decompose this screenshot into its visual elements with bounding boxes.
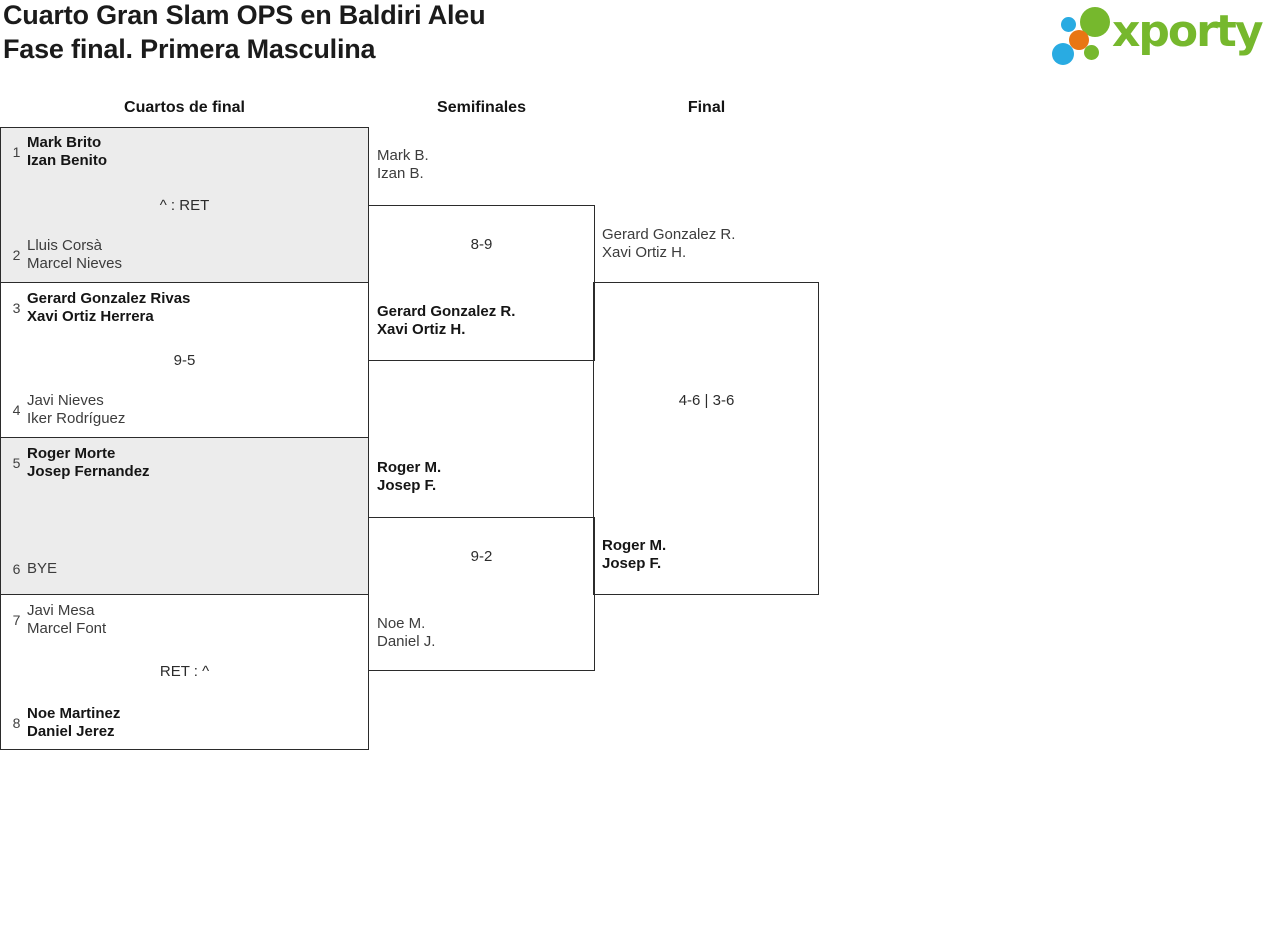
- team-entry-sf2-top: Roger M. Josep F.: [377, 459, 442, 494]
- team-names: Lluis Corsà Marcel Nieves: [27, 237, 123, 272]
- logo-dot-orange: [1069, 30, 1089, 50]
- seed-number: 3: [12, 300, 21, 316]
- team-entry-final-bottom: Roger M. Josep F.: [602, 537, 667, 572]
- match-box-qf1[interactable]: [0, 127, 369, 283]
- score-qf2: 9-5: [173, 352, 196, 369]
- team-entry-qf4-bottom: 8 Noe Martinez Daniel Jerez: [6, 705, 356, 741]
- score-final: 4-6 | 3-6: [678, 392, 735, 409]
- seed-number: 2: [12, 247, 21, 263]
- logo-dot-green-small: [1084, 45, 1099, 60]
- page-title-line1: Cuarto Gran Slam OPS en Baldiri Aleu: [3, 0, 486, 30]
- page-title: Cuarto Gran Slam OPS en Baldiri Aleu Fas…: [3, 0, 486, 66]
- seed-number: 4: [12, 402, 21, 418]
- team-entry-sf1-top: Mark B. Izan B.: [377, 147, 429, 182]
- team-entry-qf1-top: 1 Mark Brito Izan Benito: [6, 134, 356, 170]
- match-box-final[interactable]: [593, 282, 819, 595]
- team-entry-qf2-bottom: 4 Javi Nieves Iker Rodríguez: [6, 392, 356, 428]
- team-entry-sf1-bottom: Gerard Gonzalez R. Xavi Ortiz H.: [377, 303, 516, 338]
- team-names: Gerard Gonzalez Rivas Xavi Ortiz Herrera: [27, 290, 191, 325]
- seed-number: 8: [12, 715, 21, 731]
- team-entry-qf4-top: 7 Javi Mesa Marcel Font: [6, 602, 356, 638]
- team-entry-sf2-bottom: Noe M. Daniel J.: [377, 615, 436, 650]
- round-header-final: Final: [687, 99, 726, 116]
- match-box-qf3[interactable]: [0, 436, 369, 595]
- score-qf1: ^ : RET: [159, 197, 210, 214]
- seed-number: 1: [12, 144, 21, 160]
- team-entry-qf3-bottom: 6 BYE: [6, 551, 356, 587]
- team-entry-qf1-bottom: 2 Lluis Corsà Marcel Nieves: [6, 237, 356, 273]
- round-header-semifinals: Semifinales: [437, 99, 526, 116]
- team-entry-qf2-top: 3 Gerard Gonzalez Rivas Xavi Ortiz Herre…: [6, 290, 356, 326]
- seed-number: 7: [12, 612, 21, 628]
- score-qf4: RET : ^: [159, 663, 210, 680]
- score-sf2: 9-2: [470, 548, 493, 565]
- match-box-sf1[interactable]: [367, 205, 595, 361]
- logo-dot-blue-medium: [1052, 43, 1074, 65]
- match-box-qf4[interactable]: [0, 593, 369, 750]
- score-sf1: 8-9: [470, 236, 493, 253]
- page-title-line2: Fase final. Primera Masculina: [3, 34, 376, 64]
- team-names: Mark Brito Izan Benito: [27, 134, 108, 169]
- round-header-quarterfinals: Cuartos de final: [124, 99, 245, 116]
- team-names: Noe Martinez Daniel Jerez: [27, 705, 121, 740]
- team-names: BYE: [27, 560, 58, 577]
- seed-number: 5: [12, 455, 21, 471]
- team-entry-final-top: Gerard Gonzalez R. Xavi Ortiz H.: [602, 226, 736, 261]
- seed-number: 6: [12, 561, 21, 577]
- logo-dot-blue-small: [1061, 17, 1076, 32]
- xporty-logo[interactable]: xporty: [1048, 0, 1280, 70]
- team-entry-qf3-top: 5 Roger Morte Josep Fernandez: [6, 445, 356, 481]
- team-names: Javi Nieves Iker Rodríguez: [27, 392, 126, 427]
- team-names: Javi Mesa Marcel Font: [27, 602, 107, 637]
- logo-wordmark: xporty: [1112, 6, 1264, 57]
- team-names: Roger Morte Josep Fernandez: [27, 445, 150, 480]
